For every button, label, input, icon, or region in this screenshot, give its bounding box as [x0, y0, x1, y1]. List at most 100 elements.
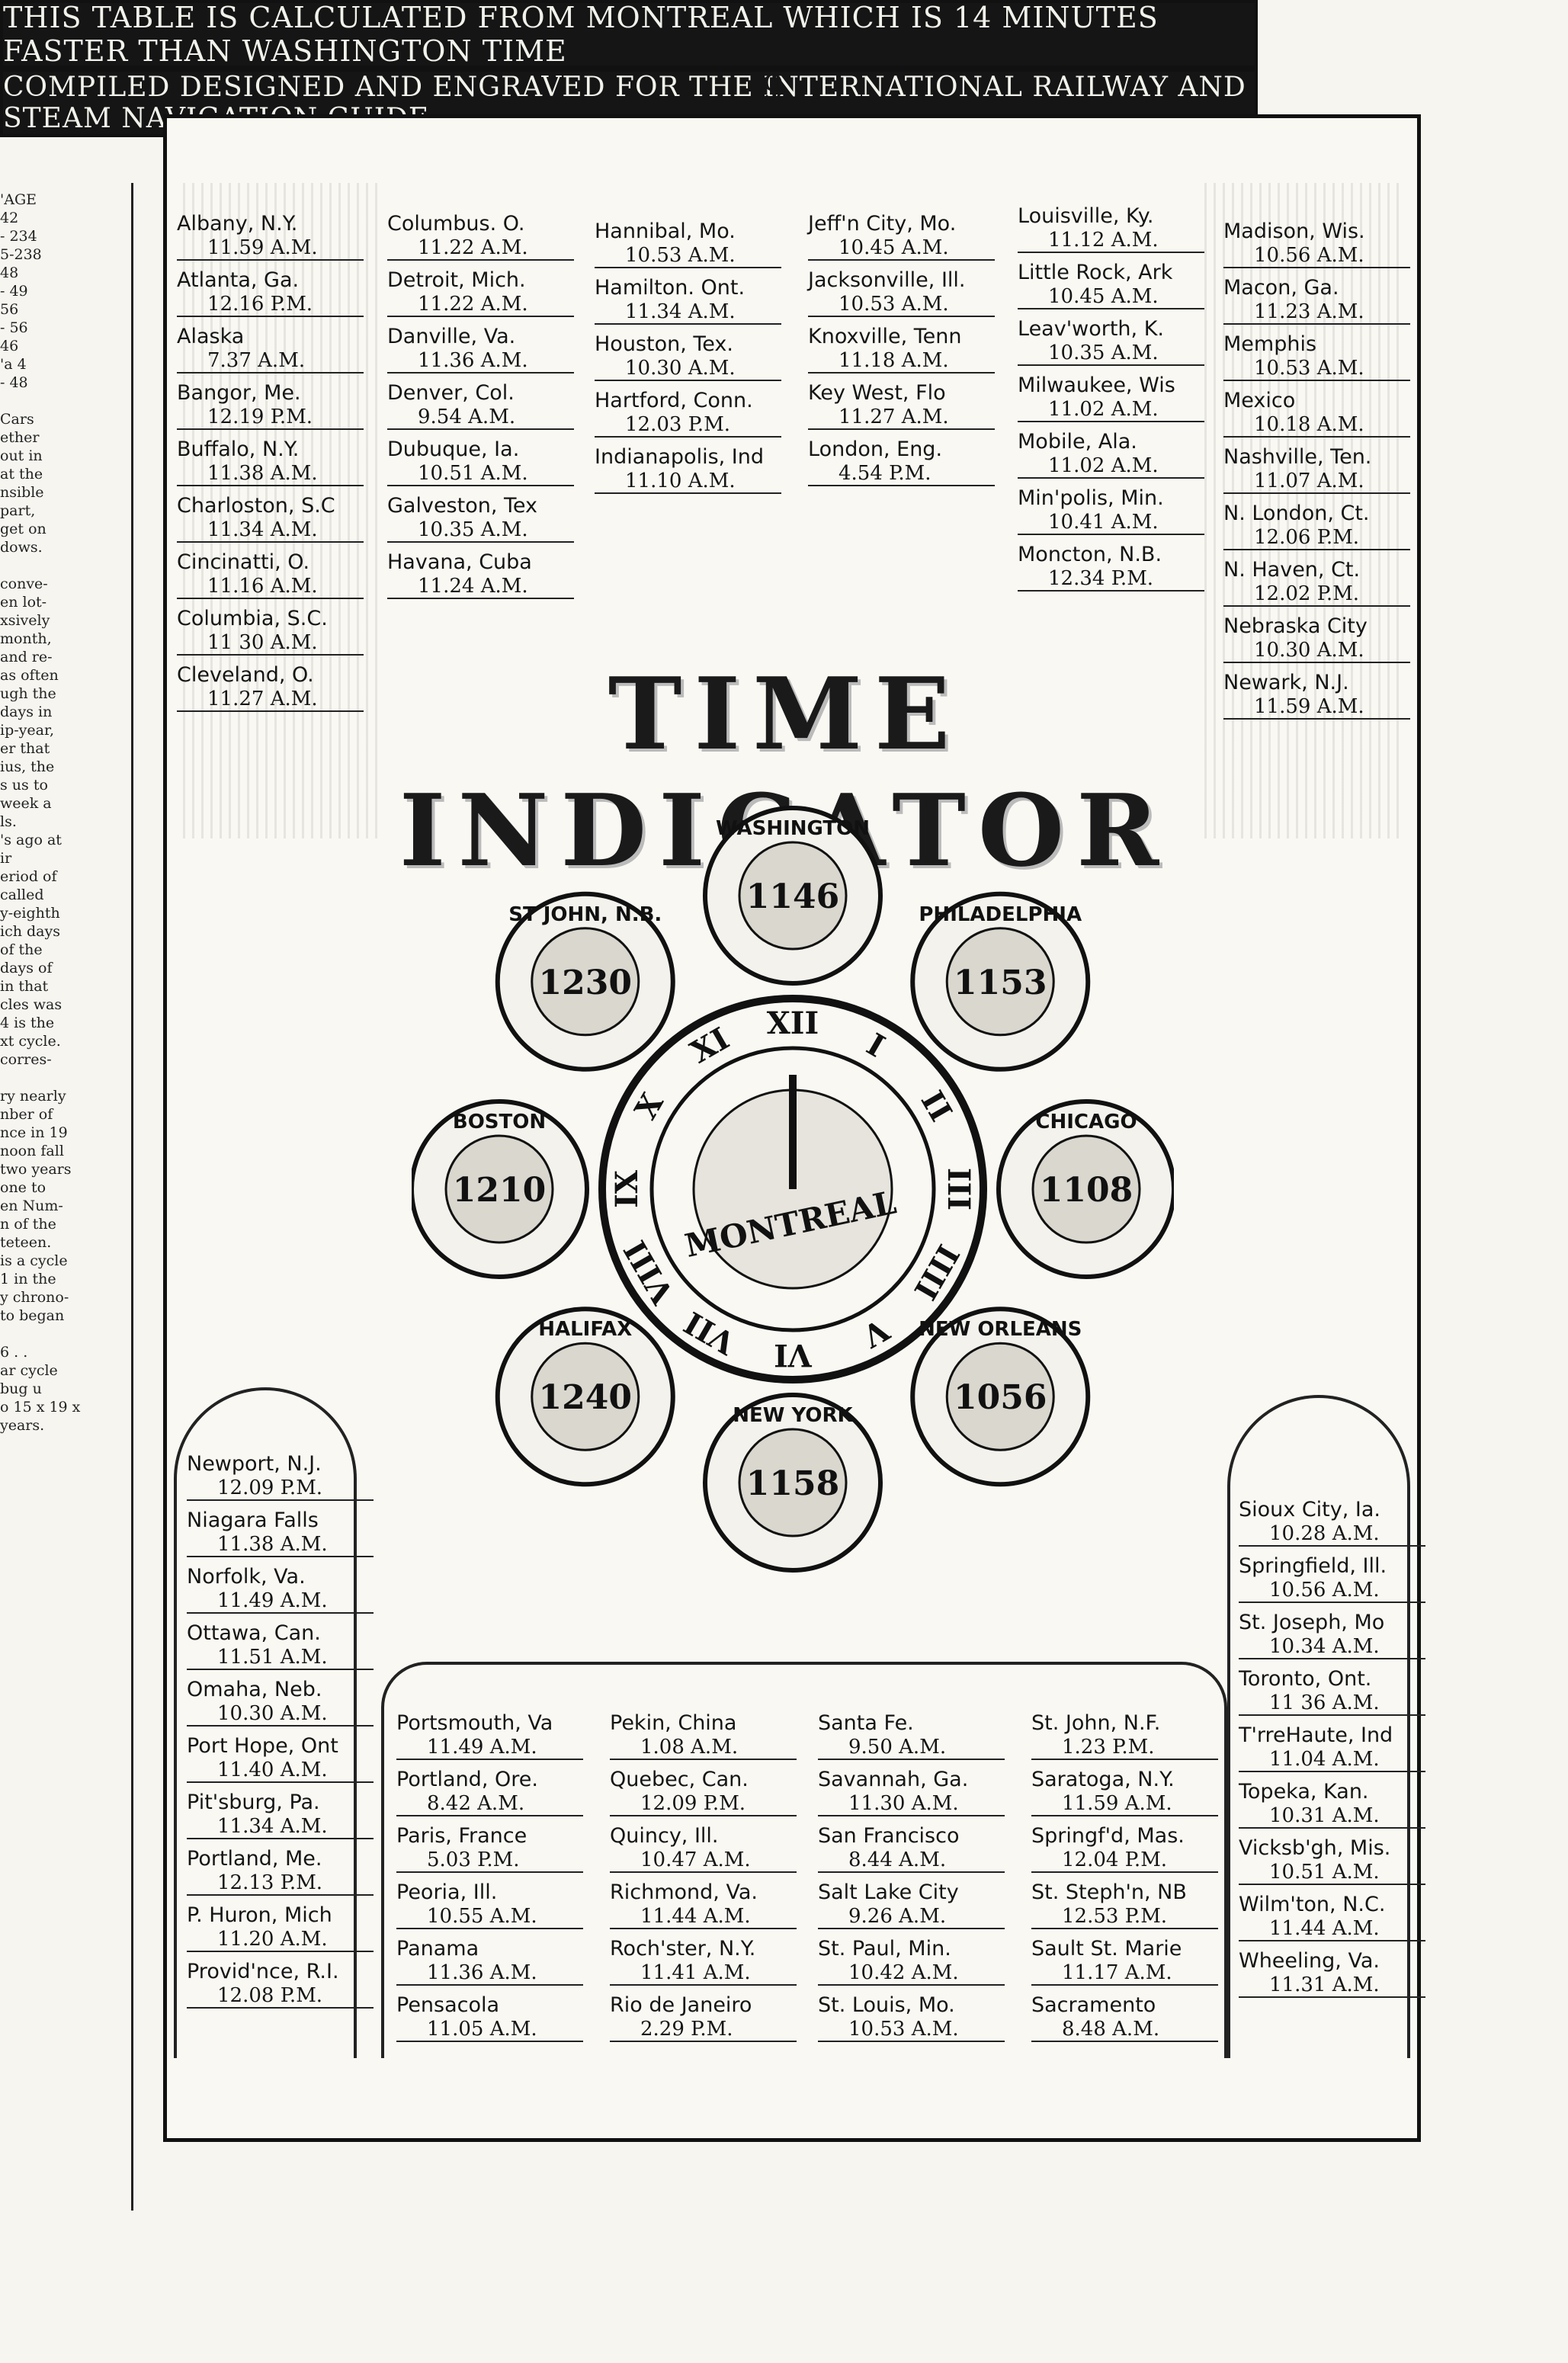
city-time: 12.19 P.M.: [177, 406, 364, 430]
city-medallion-name: PHILADELPHIA: [919, 903, 1082, 926]
city-name: Newport, N.J.: [187, 1452, 322, 1476]
city-time: 12.04 P.M.: [1031, 1848, 1218, 1873]
margin-fragment: 6 . .: [0, 1344, 28, 1361]
dial-hour-numeral: III: [941, 1168, 976, 1210]
city-time: 10.53 A.M.: [595, 244, 781, 268]
city-time: 11.22 A.M.: [387, 293, 574, 317]
city-entry: Springf'd, Mas.12.04 P.M.: [1031, 1824, 1218, 1873]
city-time: 11 36 A.M.: [1239, 1691, 1425, 1716]
dial-outer-ring: [598, 995, 987, 1383]
dial-hour-numeral: VIII: [617, 1234, 681, 1310]
city-name: Cincinatti, O.: [177, 550, 310, 574]
city-time: 10.18 A.M.: [1223, 413, 1410, 438]
city-name: Galveston, Tex: [387, 494, 538, 518]
city-entry: Wilm'ton, N.C.11.44 A.M.: [1239, 1893, 1425, 1941]
city-time: 11.40 A.M.: [187, 1759, 374, 1783]
margin-fragment: called: [0, 887, 44, 903]
margin-fragment: er that: [0, 740, 50, 757]
city-name: Houston, Tex.: [595, 332, 733, 356]
margin-fragment: n of the: [0, 1216, 56, 1233]
city-time: 12.09 P.M.: [187, 1476, 374, 1501]
city-name: Peoria, Ill.: [396, 1880, 498, 1904]
dial-hour-numeral: VI: [774, 1337, 813, 1373]
column-madison-newark: Madison, Wis.10.56 A.M.Macon, Ga.11.23 A…: [1223, 220, 1410, 727]
margin-fragment: s us to: [0, 777, 48, 794]
city-medallion-name: CHICAGO: [1035, 1111, 1137, 1133]
city-name: Albany, N.Y.: [177, 212, 298, 236]
city-name: Mexico: [1223, 389, 1296, 412]
city-entry: Atlanta, Ga.12.16 P.M.: [177, 268, 364, 317]
top-banner: THIS TABLE IS CALCULATED FROM MONTREAL W…: [0, 0, 1258, 69]
column-hannibal-indianapolis: Hannibal, Mo.10.53 A.M.Hamilton. Ont.11.…: [595, 220, 781, 502]
margin-fragment: eriod of: [0, 868, 57, 885]
city-name: Panama: [396, 1937, 479, 1961]
city-name: Port Hope, Ont: [187, 1734, 338, 1758]
margin-fragment: 5-238: [0, 246, 42, 263]
margin-fragment: - 48: [0, 374, 28, 391]
dial-hour-numeral: V: [856, 1311, 896, 1355]
city-time: 12.02 P.M.: [1223, 582, 1410, 607]
city-time: 11.36 A.M.: [387, 349, 574, 374]
city-name: Quincy, Ill.: [610, 1824, 719, 1848]
margin-fragment: y-eighth: [0, 905, 60, 922]
city-time: 11.31 A.M.: [1239, 1973, 1425, 1998]
city-time: 11.16 A.M.: [177, 575, 364, 599]
curtain-right: [1204, 183, 1403, 838]
margin-fragment: ry nearly: [0, 1088, 66, 1105]
city-name: Salt Lake City: [818, 1880, 959, 1904]
city-entry: N. Haven, Ct.12.02 P.M.: [1223, 558, 1410, 607]
city-medallion-center: [738, 841, 848, 951]
city-time: 11.51 A.M.: [187, 1646, 374, 1670]
city-name: Madison, Wis.: [1223, 220, 1365, 243]
city-time: 10.45 A.M.: [1018, 285, 1204, 309]
city-time: 11.59 A.M.: [1223, 695, 1410, 720]
city-time: 11.07 A.M.: [1223, 470, 1410, 494]
city-time: 11.23 A.M.: [1223, 300, 1410, 325]
city-name: Toronto, Ont.: [1239, 1667, 1372, 1691]
city-time: 11.27 A.M.: [808, 406, 995, 430]
city-entry: Pit'sburg, Pa.11.34 A.M.: [187, 1791, 374, 1839]
arch-bottom-row: [381, 1662, 1227, 2058]
city-name: Macon, Ga.: [1223, 276, 1339, 300]
margin-fragment: days in: [0, 704, 53, 720]
city-entry: St. John, N.F.1.23 P.M.: [1031, 1711, 1218, 1760]
city-entry: Vicksb'gh, Mis.10.51 A.M.: [1239, 1836, 1425, 1885]
city-time: 12.06 P.M.: [1223, 526, 1410, 550]
page-number: 9: [762, 67, 785, 108]
central-dial: XIIIIIIIIIIIIVVIVIIVIIIIXXXIMONTREALWASH…: [412, 806, 1174, 1573]
city-time: 10.30 A.M.: [1223, 639, 1410, 663]
margin-fragment: nber of: [0, 1106, 53, 1123]
city-name: Portland, Ore.: [396, 1768, 538, 1791]
city-time: 10.30 A.M.: [595, 357, 781, 381]
margin-fragment: part,: [0, 502, 36, 519]
margin-fragment: xsively: [0, 612, 50, 629]
city-entry: London, Eng.4.54 P.M.: [808, 438, 995, 486]
city-name: Portland, Me.: [187, 1847, 322, 1871]
city-name: Knoxville, Tenn: [808, 325, 962, 348]
margin-fragment: noon fall: [0, 1143, 64, 1159]
city-time: 12.09 P.M.: [610, 1792, 797, 1816]
margin-fragment: in that: [0, 978, 49, 995]
city-name: Pensacola: [396, 1993, 500, 2017]
dial-hour-numeral: XII: [767, 1005, 819, 1041]
city-name: Detroit, Mich.: [387, 268, 526, 292]
dial-hour-numeral: IIII: [906, 1239, 966, 1306]
city-entry: Richmond, Va.11.44 A.M.: [610, 1880, 797, 1929]
city-entry: Quebec, Can.12.09 P.M.: [610, 1768, 797, 1816]
margin-fragment: en lot-: [0, 594, 47, 611]
city-time: 10.31 A.M.: [1239, 1804, 1425, 1829]
city-medallion-center: [531, 1342, 640, 1451]
margin-fragment: cles was: [0, 996, 63, 1013]
dial-hour-numeral: IX: [609, 1170, 645, 1208]
margin-fragment: 48: [0, 265, 19, 281]
